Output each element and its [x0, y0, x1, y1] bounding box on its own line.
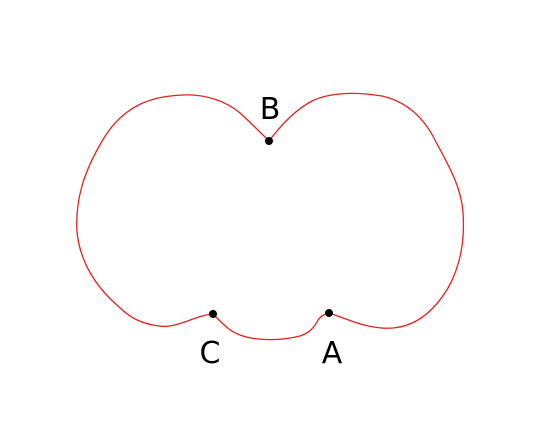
point-c-label: C	[200, 336, 221, 371]
closed-curve	[76, 92, 465, 341]
point-b: B	[260, 92, 281, 145]
point-b-dot	[265, 137, 273, 145]
point-a-dot	[325, 309, 333, 317]
point-a: A	[322, 309, 343, 371]
point-b-label: B	[260, 92, 281, 127]
point-c: C	[200, 310, 221, 371]
point-a-label: A	[322, 336, 343, 371]
point-c-dot	[209, 310, 217, 318]
